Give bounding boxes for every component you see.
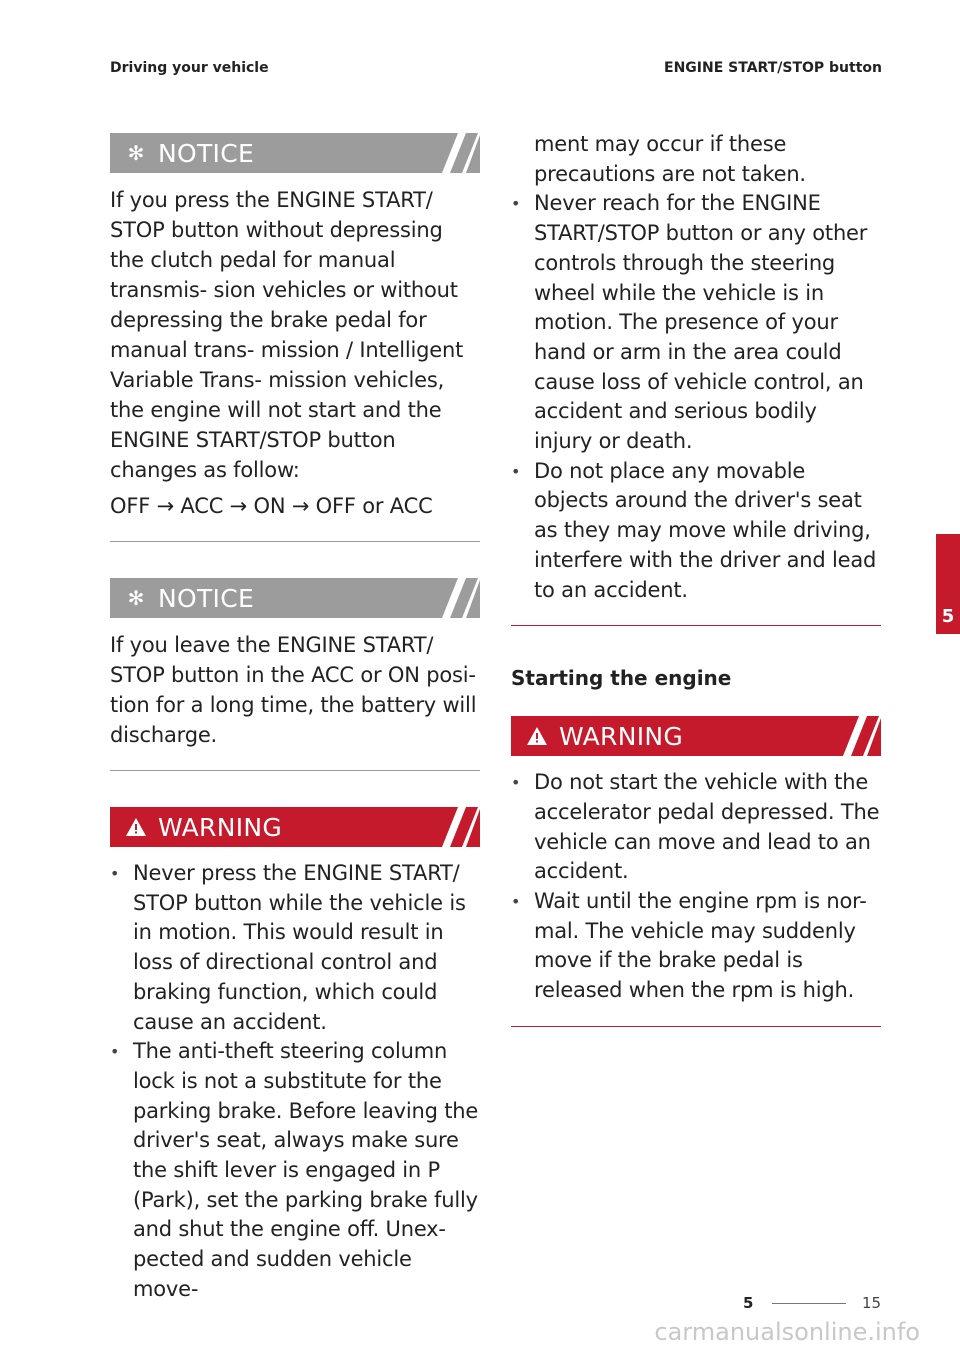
list-item: Wait until the engine rpm is nor- mal. T… bbox=[511, 887, 881, 1006]
warning-box-header: WARNING bbox=[110, 807, 480, 847]
warning-list: Never reach for the ENGINE START/STOP bu… bbox=[511, 189, 881, 605]
watermark: carmanualsonline.info bbox=[654, 1318, 920, 1346]
notice-box-header: ✻ NOTICE bbox=[110, 133, 480, 173]
left-column: ✻ NOTICE If you press the ENGINE START/ … bbox=[110, 133, 480, 1305]
chapter-tab bbox=[936, 534, 960, 634]
warning-triangle-icon bbox=[525, 727, 549, 746]
warning-box-header: WARNING bbox=[511, 716, 881, 757]
divider bbox=[110, 541, 480, 542]
list-item: Do not start the vehicle with the accele… bbox=[511, 768, 881, 887]
list-item: Never press the ENGINE START/ STOP butto… bbox=[110, 859, 480, 1037]
slash-decoration-icon bbox=[442, 807, 480, 847]
list-item: Do not place any movable objects around … bbox=[511, 457, 881, 606]
notice-title: NOTICE bbox=[158, 138, 255, 168]
notice-text: If you press the ENGINE START/ STOP butt… bbox=[110, 188, 464, 482]
warning-triangle-icon bbox=[124, 818, 148, 836]
slash-decoration-icon bbox=[843, 716, 881, 757]
warning-list: Never press the ENGINE START/ STOP butto… bbox=[110, 859, 480, 1305]
notice-title: NOTICE bbox=[158, 583, 255, 613]
footer-divider bbox=[772, 1303, 846, 1304]
list-item-continuation: ment may occur if these precautions are … bbox=[534, 132, 806, 186]
right-column: ment may occur if these precautions are … bbox=[511, 130, 881, 1067]
warning-end-divider bbox=[511, 625, 881, 627]
notice-text: If you leave the ENGINE START/ STOP butt… bbox=[110, 633, 477, 747]
divider bbox=[110, 770, 480, 771]
section-title: Starting the engine bbox=[511, 666, 732, 691]
warning-end-divider bbox=[511, 1025, 881, 1027]
footer-page-number: 15 bbox=[862, 1294, 882, 1312]
warning-title: WARNING bbox=[559, 721, 684, 751]
notice-box-header: ✻ NOTICE bbox=[110, 578, 480, 618]
asterisk-icon: ✻ bbox=[127, 586, 145, 610]
running-header-right: ENGINE START/STOP button bbox=[664, 60, 882, 76]
running-header-left: Driving your vehicle bbox=[110, 60, 269, 76]
list-item: The anti-theft steering column lock is n… bbox=[110, 1037, 480, 1304]
list-item: Never reach for the ENGINE START/STOP bu… bbox=[511, 189, 881, 456]
slash-decoration-icon bbox=[442, 578, 480, 618]
warning-list: Do not start the vehicle with the accele… bbox=[511, 768, 881, 1006]
mode-sequence: OFF → ACC → ON → OFF or ACC bbox=[110, 494, 433, 518]
chapter-tab-number: 5 bbox=[941, 606, 955, 627]
asterisk-icon: ✻ bbox=[127, 141, 145, 165]
footer-chapter-number: 5 bbox=[743, 1294, 754, 1312]
slash-decoration-icon bbox=[442, 133, 480, 173]
warning-title: WARNING bbox=[158, 812, 283, 842]
